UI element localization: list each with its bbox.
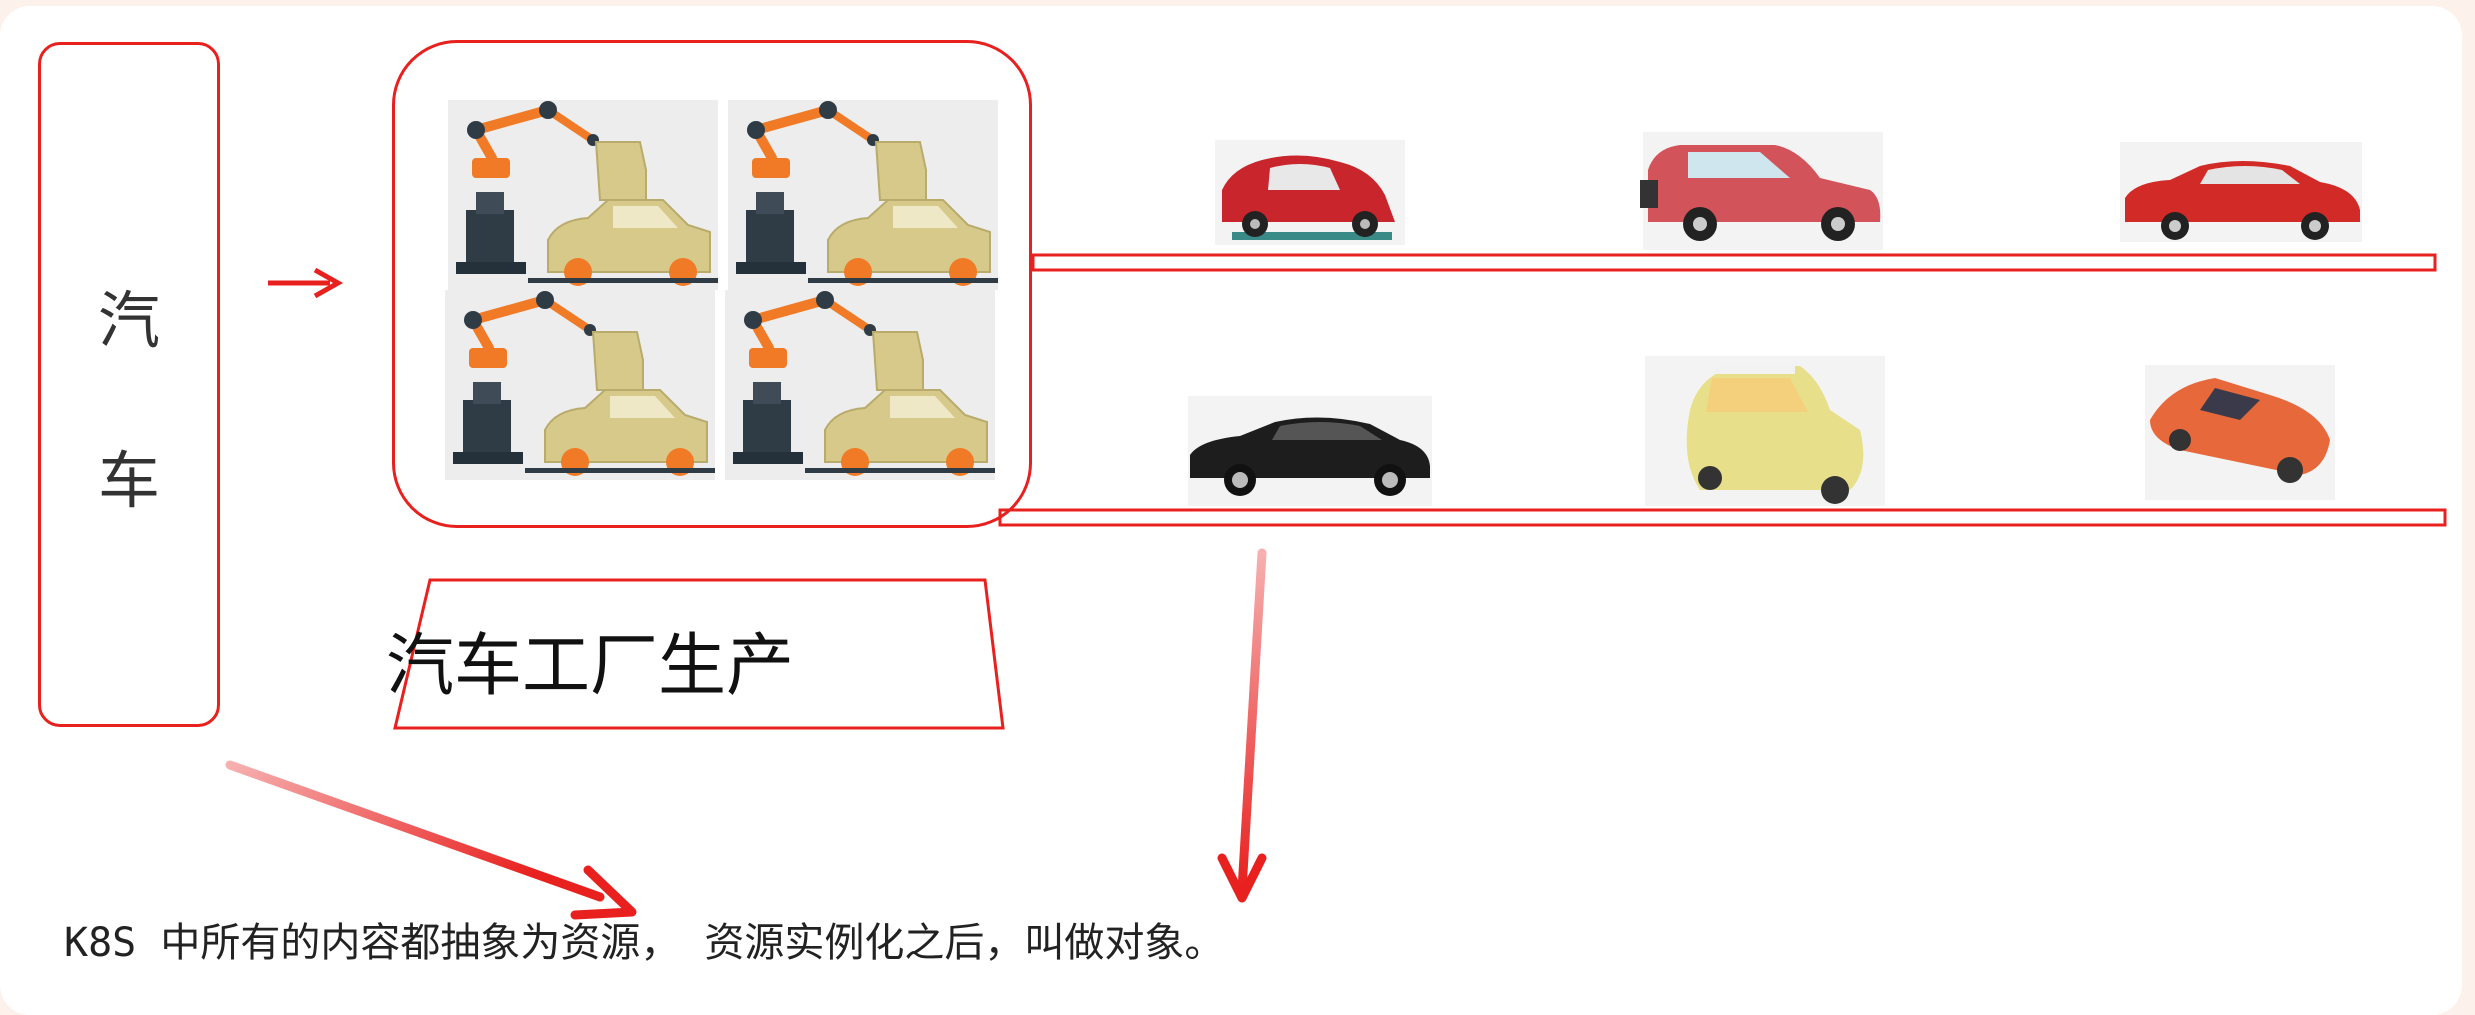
label-char-1: 汽 — [97, 284, 160, 357]
footer-text: K8S 中所有的内容都抽象为资源， 资源实例化之后，叫做对象。 — [64, 920, 1225, 966]
label-char-2: 车 — [97, 444, 160, 517]
arrow-to-factory — [268, 267, 344, 299]
orange-sports-car — [2145, 365, 2335, 500]
shelf-top — [1031, 253, 2437, 272]
factory-box — [392, 40, 1032, 528]
yellow-cartoon-car — [1645, 356, 1885, 506]
red-sedan-car — [2120, 142, 2362, 242]
black-sedan-car — [1188, 396, 1432, 506]
red-beetle-car — [1215, 140, 1405, 245]
car-label-box: 汽 车 — [38, 42, 220, 727]
arrow-to-footer-left — [225, 760, 637, 920]
caption-trapezoid — [393, 578, 1005, 730]
shelf-bottom — [998, 508, 2447, 527]
red-hatchback-car — [1640, 132, 1883, 250]
factory-caption: 汽车工厂生产 — [385, 627, 794, 706]
arrow-to-footer-right — [1217, 548, 1267, 903]
